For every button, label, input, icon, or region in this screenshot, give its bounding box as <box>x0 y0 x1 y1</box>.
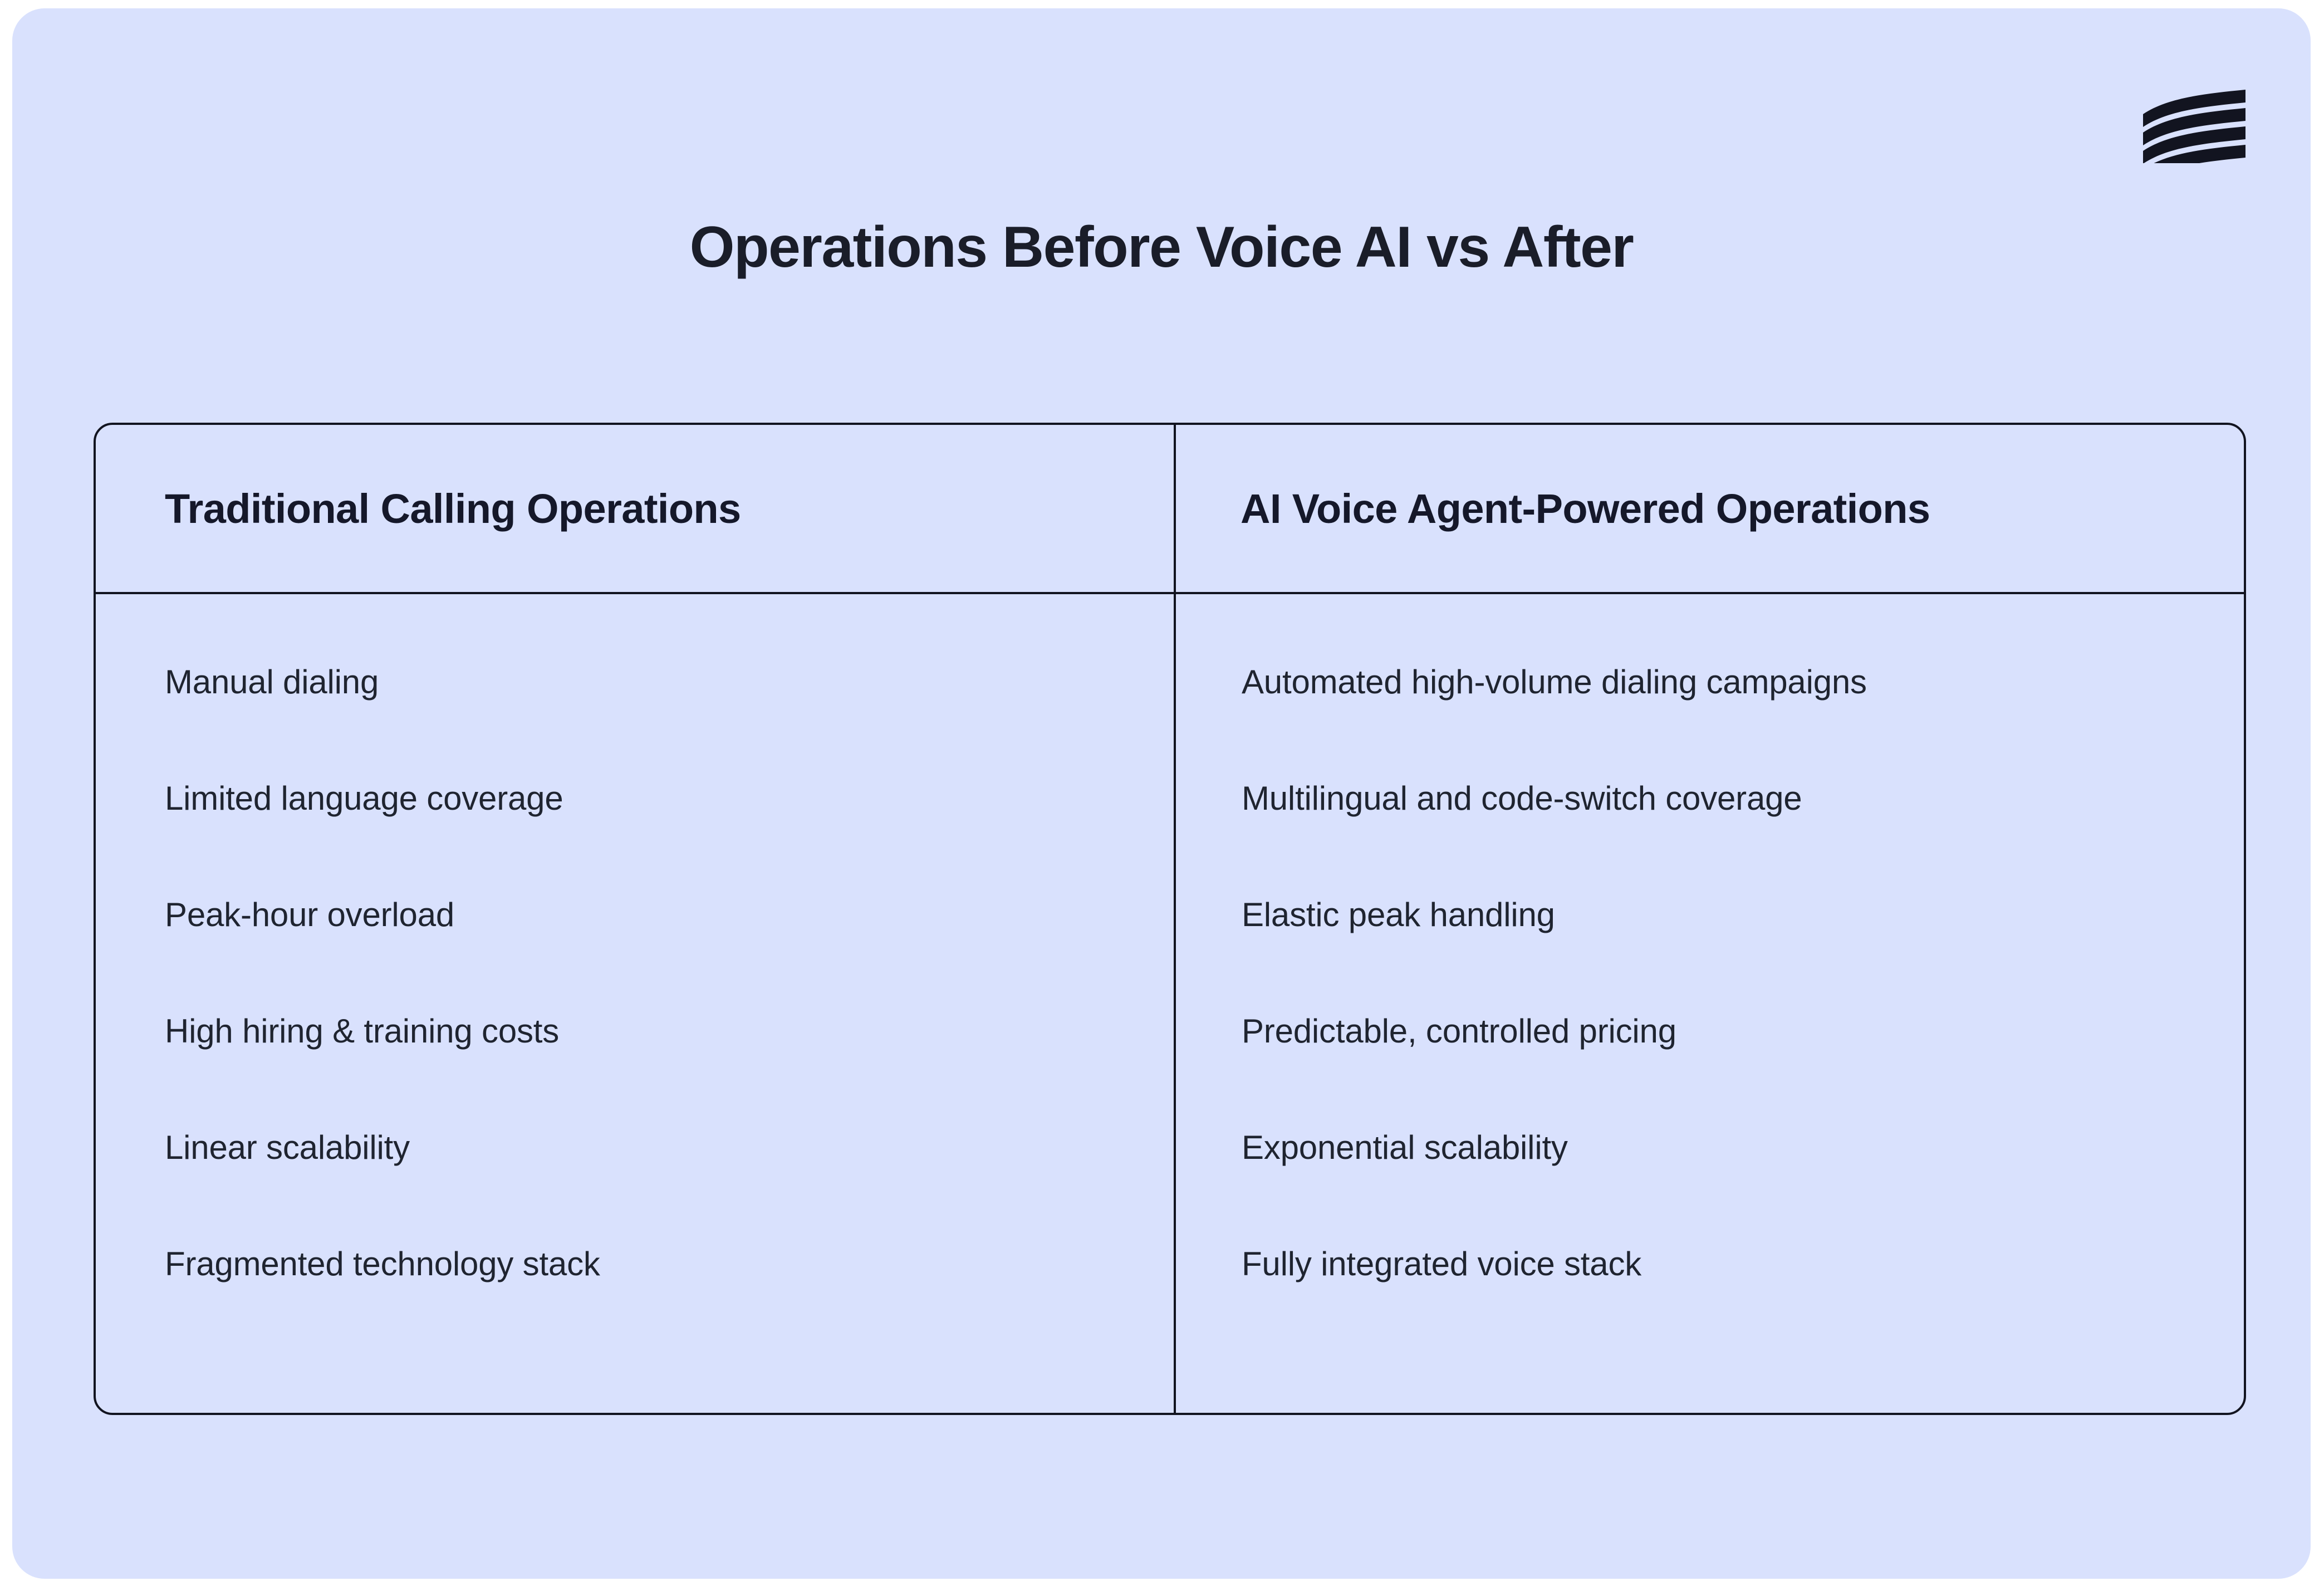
table-row: Fully integrated voice stack <box>1241 1245 1642 1282</box>
table-row: Automated high-volume dialing campaigns <box>1241 663 1867 701</box>
table-row: High hiring & training costs <box>165 1012 560 1050</box>
infographic-card: Operations Before Voice AI vs After Trad… <box>12 8 2311 1579</box>
table-row: Manual dialing <box>165 663 379 701</box>
table-row: Multilingual and code-switch coverage <box>1241 780 1802 817</box>
column-divider <box>1174 425 1176 1413</box>
table-row: Linear scalability <box>165 1129 410 1166</box>
table-row: Predictable, controlled pricing <box>1241 1012 1676 1050</box>
column-ai-voice-agent: Automated high-volume dialing campaigns … <box>1171 594 2244 1413</box>
page-title: Operations Before Voice AI vs After <box>689 215 1634 280</box>
table-header-row: Traditional Calling Operations AI Voice … <box>96 425 2244 592</box>
table-row: Peak-hour overload <box>165 896 455 933</box>
column-header-traditional: Traditional Calling Operations <box>165 485 741 532</box>
table-row: Limited language coverage <box>165 780 563 817</box>
table-row: Elastic peak handling <box>1241 896 1555 933</box>
header-divider <box>96 592 2244 594</box>
table-row: Fragmented technology stack <box>165 1245 600 1282</box>
comparison-table: Traditional Calling Operations AI Voice … <box>94 423 2246 1415</box>
column-traditional: Manual dialing Limited language coverage… <box>96 594 1171 1413</box>
table-body: Manual dialing Limited language coverage… <box>96 594 2244 1413</box>
table-row: Exponential scalability <box>1241 1129 1568 1166</box>
column-header-ai-voice-agent: AI Voice Agent-Powered Operations <box>1241 485 1930 532</box>
wavy-stripes-logo <box>2141 90 2247 163</box>
